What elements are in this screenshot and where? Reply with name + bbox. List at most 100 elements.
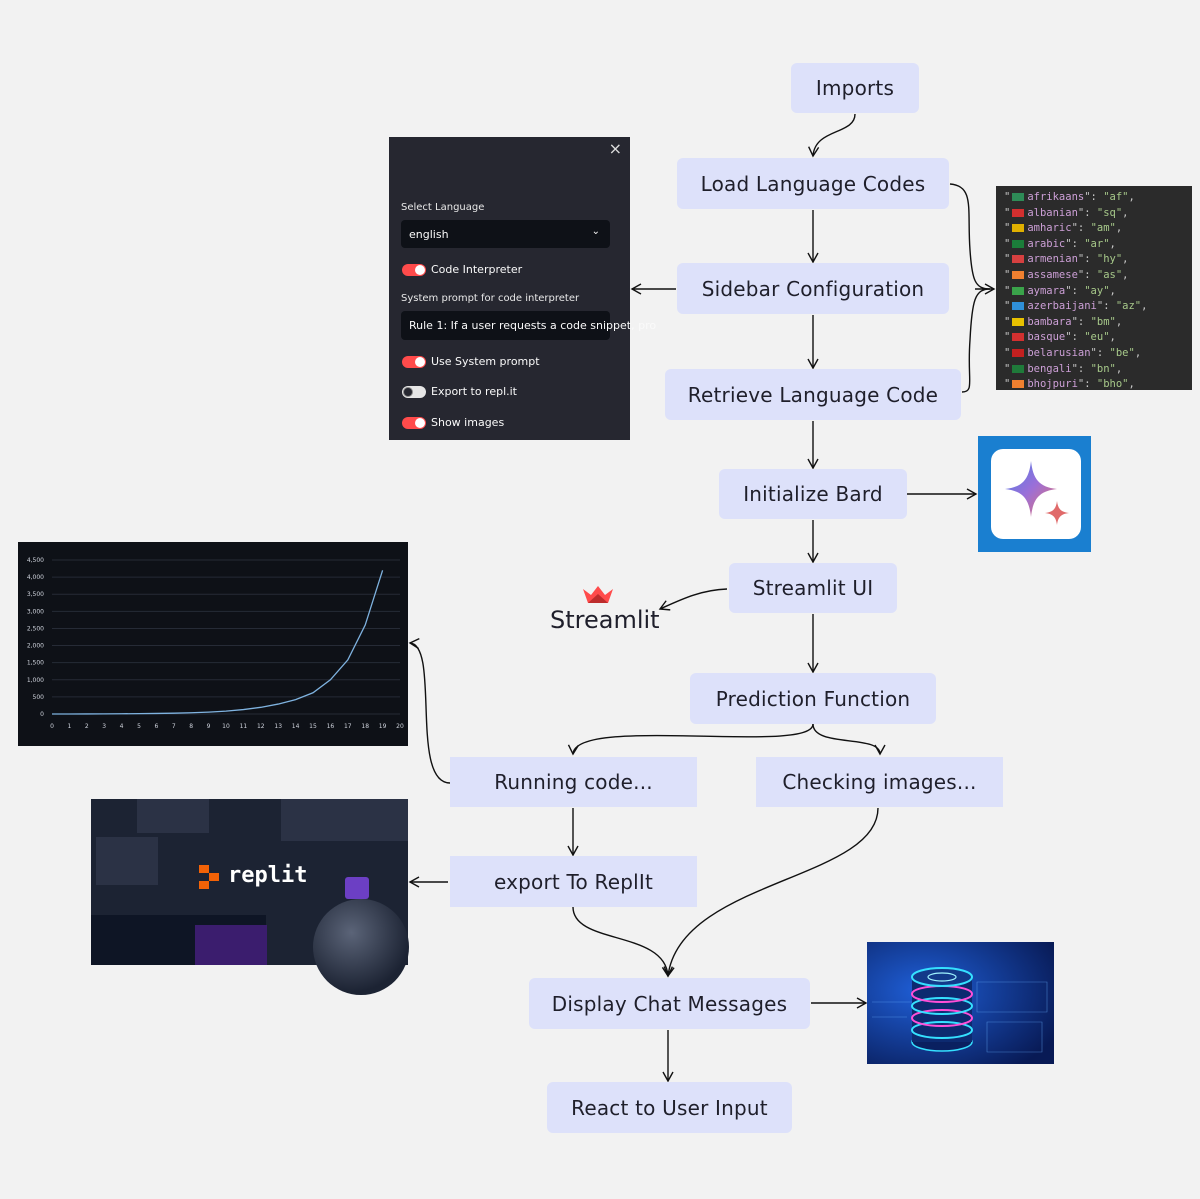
- node-initialize-bard: Initialize Bard: [719, 469, 907, 519]
- x-tick-label: 14: [292, 723, 300, 730]
- y-tick-label: 3,500: [27, 591, 44, 598]
- y-tick-label: 500: [33, 694, 45, 701]
- language-code: "hy": [1096, 253, 1123, 266]
- replit-screenshot: replit: [91, 799, 409, 995]
- export-replit-toggle[interactable]: [402, 386, 426, 398]
- x-tick-label: 18: [361, 723, 369, 730]
- language-name: bhojpuri: [1027, 378, 1078, 391]
- language-name: assamese: [1027, 269, 1078, 281]
- language-code: "bho": [1096, 378, 1129, 391]
- language-code-row: "aymara": "ay",: [1004, 284, 1116, 297]
- arrow-checking-display: [663, 807, 879, 978]
- x-tick-label: 11: [240, 723, 248, 730]
- language-code: "as": [1096, 269, 1123, 281]
- arrow-imports-load: [808, 113, 856, 158]
- flag-icon: [1012, 224, 1025, 233]
- arrow-pred-checking: [812, 723, 886, 756]
- x-tick-label: 6: [154, 723, 158, 730]
- flag-icon: [1012, 255, 1025, 264]
- y-tick-label: 4,000: [27, 574, 44, 581]
- node-prediction-function: Prediction Function: [690, 673, 936, 724]
- language-code-row: "belarusian": "be",: [1004, 347, 1142, 359]
- x-tick-label: 12: [257, 723, 265, 730]
- language-name: azerbaijani: [1027, 300, 1097, 313]
- series-line: [51, 570, 384, 715]
- language-select-value: english: [409, 227, 449, 241]
- y-tick-label: 2,500: [27, 625, 44, 632]
- system-prompt-value: Rule 1: If a user requests a code snippe…: [409, 319, 657, 332]
- globe-graphic: [313, 899, 409, 995]
- y-tick-label: 1,500: [27, 660, 44, 667]
- sidebar-panel: × Select Language english ⌄ Code Interpr…: [389, 137, 656, 440]
- language-code: "am": [1090, 222, 1116, 235]
- language-code: "af": [1103, 191, 1129, 203]
- use-system-prompt-toggle[interactable]: [402, 356, 426, 368]
- language-code: "az": [1115, 300, 1142, 313]
- brace-codes: [949, 183, 991, 393]
- node-sidebar-configuration: Sidebar Configuration: [677, 263, 949, 314]
- export-replit-label: Export to repl.it: [431, 385, 517, 398]
- replit-purple-panel: [195, 925, 267, 965]
- use-system-prompt-label: Use System prompt: [431, 355, 540, 368]
- language-code: "ay": [1084, 284, 1110, 297]
- x-tick-label: 2: [85, 723, 89, 730]
- chart-svg: 05001,0001,5002,0002,5003,0003,5004,0004…: [27, 557, 404, 730]
- node-running-code: Running code...: [450, 757, 697, 807]
- arrow-pred-running: [567, 723, 814, 756]
- language-select[interactable]: english ⌄: [401, 220, 610, 248]
- language-name: arabic: [1027, 237, 1066, 250]
- language-code-row: "basque": "eu",: [1004, 331, 1116, 344]
- replit-code-block-right: [281, 799, 408, 841]
- flag-icon: [1012, 349, 1025, 357]
- language-name: bengali: [1027, 362, 1072, 375]
- language-name: afrikaans: [1027, 191, 1085, 203]
- y-tick-label: 4,500: [27, 557, 44, 564]
- flag-icon: [1012, 271, 1025, 279]
- replit-logo-text: replit: [228, 863, 308, 888]
- code-interpreter-label: Code Interpreter: [431, 263, 523, 276]
- select-language-label: Select Language: [401, 202, 485, 213]
- node-export-to-replit: export To ReplIt: [450, 856, 697, 907]
- node-imports: Imports: [791, 63, 919, 113]
- language-code: "eu": [1084, 331, 1110, 344]
- x-tick-label: 20: [396, 723, 404, 730]
- language-code-row: "azerbaijani": "az",: [1004, 300, 1148, 313]
- language-code: "bm": [1090, 315, 1116, 328]
- language-code-row: "bhojpuri": "bho",: [1004, 378, 1135, 391]
- show-images-label: Show images: [431, 416, 505, 429]
- flag-icon: [1012, 193, 1025, 201]
- language-codes-panel: "afrikaans": "af","albanian": "sq","amha…: [996, 186, 1192, 390]
- flag-icon: [1012, 208, 1025, 217]
- language-name: bambara: [1027, 315, 1072, 328]
- system-prompt-input[interactable]: Rule 1: If a user requests a code snippe…: [401, 311, 656, 340]
- y-tick-label: 1,000: [27, 677, 44, 684]
- node-streamlit-ui: Streamlit UI: [729, 563, 897, 613]
- node-retrieve-language-code: Retrieve Language Code: [665, 369, 961, 420]
- flag-icon: [1012, 317, 1025, 326]
- language-code-row: "arabic": "ar",: [1004, 237, 1116, 250]
- bard-logo: [978, 436, 1091, 552]
- flag-icon: [1012, 239, 1025, 248]
- arrow-running-chart: [408, 638, 451, 784]
- node-react-to-user-input: React to User Input: [547, 1082, 792, 1133]
- x-tick-label: 5: [137, 723, 141, 730]
- language-name: armenian: [1027, 253, 1078, 266]
- replit-logo-icon: [199, 865, 219, 889]
- language-code-row: "albanian": "sq",: [1004, 206, 1129, 219]
- language-name: amharic: [1027, 222, 1072, 235]
- language-name: basque: [1027, 331, 1066, 344]
- language-code-row: "afrikaans": "af",: [1004, 191, 1135, 203]
- flag-icon: [1012, 333, 1025, 342]
- language-name: albanian: [1027, 206, 1078, 219]
- x-tick-label: 4: [120, 723, 124, 730]
- show-images-toggle[interactable]: [402, 417, 426, 429]
- language-code-row: "bengali": "bn",: [1004, 362, 1123, 375]
- x-tick-label: 3: [102, 723, 106, 730]
- close-icon[interactable]: ×: [608, 139, 622, 158]
- replit-code-block: [137, 799, 209, 833]
- code-interpreter-toggle[interactable]: [402, 264, 426, 276]
- streamlit-logo-text: Streamlit: [550, 606, 660, 634]
- x-tick-label: 13: [274, 723, 282, 730]
